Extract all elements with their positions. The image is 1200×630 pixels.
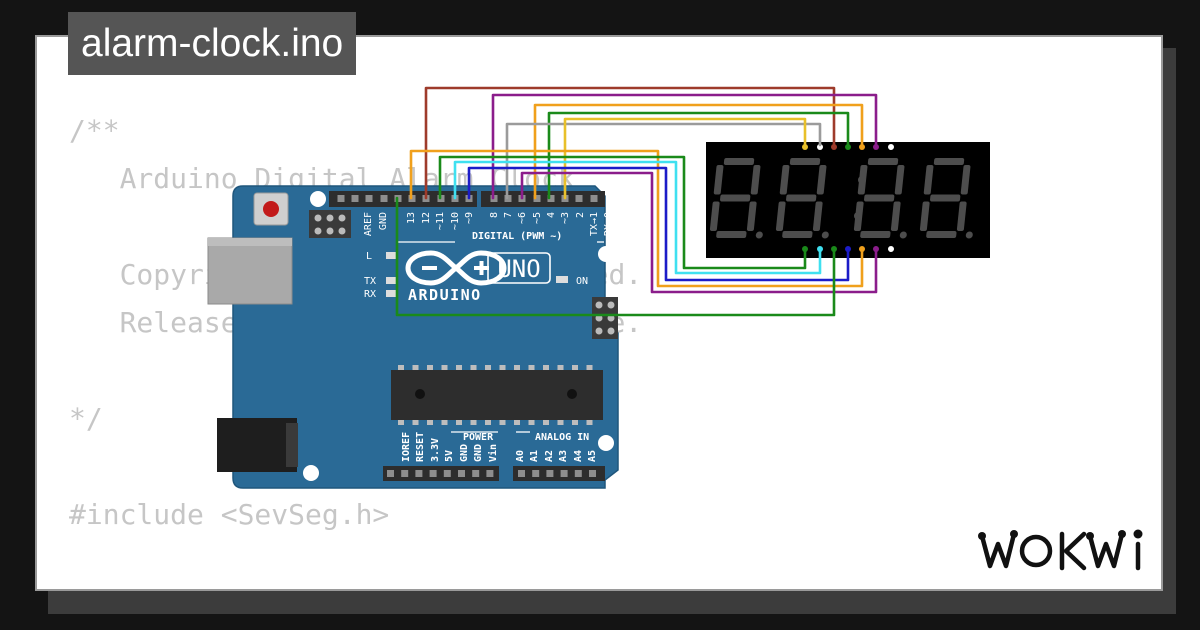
top-pin-label: RX←0 — [603, 212, 614, 236]
wire — [491, 93, 878, 200]
power-pin-label: 3.3V — [430, 438, 441, 462]
mounting-hole — [598, 435, 614, 451]
code-line: #include <SevSeg.h> — [69, 498, 390, 531]
analog-pin-label: A0 — [515, 450, 526, 462]
analog-pin-label: A3 — [558, 450, 569, 462]
wire — [467, 166, 850, 282]
seven-segment-display[interactable] — [706, 142, 990, 258]
top-pin-label: 2 — [575, 212, 586, 218]
power-pin-label: GND — [459, 444, 470, 462]
uno-badge — [487, 252, 551, 284]
arduino-brand-text: ARDUINO — [408, 286, 482, 304]
display-digits — [709, 158, 973, 239]
wire — [409, 149, 864, 288]
top-pin-label: GND — [378, 212, 389, 230]
top-pin-label: ~9 — [464, 212, 475, 224]
wire — [395, 196, 836, 317]
power-header — [383, 466, 499, 481]
icsp-header-right — [592, 297, 618, 339]
power-pin-label: Vin — [487, 444, 499, 462]
top-pin-label: ~11 — [435, 212, 446, 230]
mounting-hole — [598, 246, 614, 262]
led-tx — [386, 277, 398, 284]
mounting-hole — [303, 465, 319, 481]
wire — [520, 171, 878, 294]
top-pin-label: TX→1 — [589, 212, 600, 236]
analog-pin-label: A2 — [544, 450, 555, 462]
wire — [563, 117, 807, 200]
power-pin-label: IOREF — [401, 432, 412, 462]
atmega-chip — [391, 365, 603, 425]
arduino-infinity-logo — [405, 250, 507, 286]
analog-header — [513, 466, 605, 481]
top-pin-label: 13 — [406, 212, 417, 224]
project-title: alarm-clock.ino — [68, 12, 357, 75]
power-pin-label: RESET — [415, 432, 426, 462]
digital-header-right — [481, 191, 605, 207]
top-pin-label: ~3 — [560, 212, 571, 224]
led-rx-label: RX — [364, 289, 376, 300]
on-label: ON — [576, 276, 588, 287]
power-pin-label: GND — [473, 444, 484, 462]
reset-button[interactable] — [253, 192, 289, 226]
code-line: /** — [69, 114, 120, 147]
code-line: */ — [69, 402, 103, 435]
analog-pin-label: A4 — [573, 450, 584, 462]
digital-pwm-label: DIGITAL (PWM ~) — [472, 231, 562, 242]
top-pin-label: AREF — [363, 212, 374, 236]
top-pin-label: 7 — [503, 212, 514, 218]
led-l-label: L — [366, 251, 372, 262]
top-pin-label: ~6 — [517, 212, 528, 224]
display-colon — [854, 176, 866, 220]
icsp-header-small — [309, 210, 351, 238]
wire — [438, 155, 807, 270]
digit — [919, 158, 973, 239]
wires — [395, 86, 878, 317]
wokwi-logo — [978, 529, 1143, 571]
top-pin-label: 8 — [489, 212, 500, 218]
led-l — [386, 252, 398, 259]
digit — [709, 158, 763, 239]
wire — [547, 111, 850, 200]
top-pin-label: 4 — [546, 212, 557, 218]
usb-port — [207, 237, 293, 305]
led-rx — [386, 290, 398, 297]
wire — [424, 86, 836, 200]
power-header-label: POWER — [463, 432, 494, 443]
analog-pin-label: A1 — [529, 450, 540, 462]
led-tx-label: TX — [364, 276, 376, 287]
led-on — [556, 276, 568, 283]
top-pin-label: ~10 — [450, 212, 461, 230]
power-jack — [217, 418, 298, 472]
top-pin-label: 12 — [421, 212, 432, 224]
analog-header-label: ANALOG IN — [535, 432, 589, 443]
mounting-hole — [310, 191, 326, 207]
digit — [775, 158, 829, 239]
uno-logo-text: UNO — [497, 255, 540, 283]
power-pin-label: 5V — [444, 450, 455, 462]
top-pin-label: ~5 — [532, 212, 543, 224]
analog-pin-label: A5 — [587, 450, 598, 462]
wire — [453, 160, 822, 275]
